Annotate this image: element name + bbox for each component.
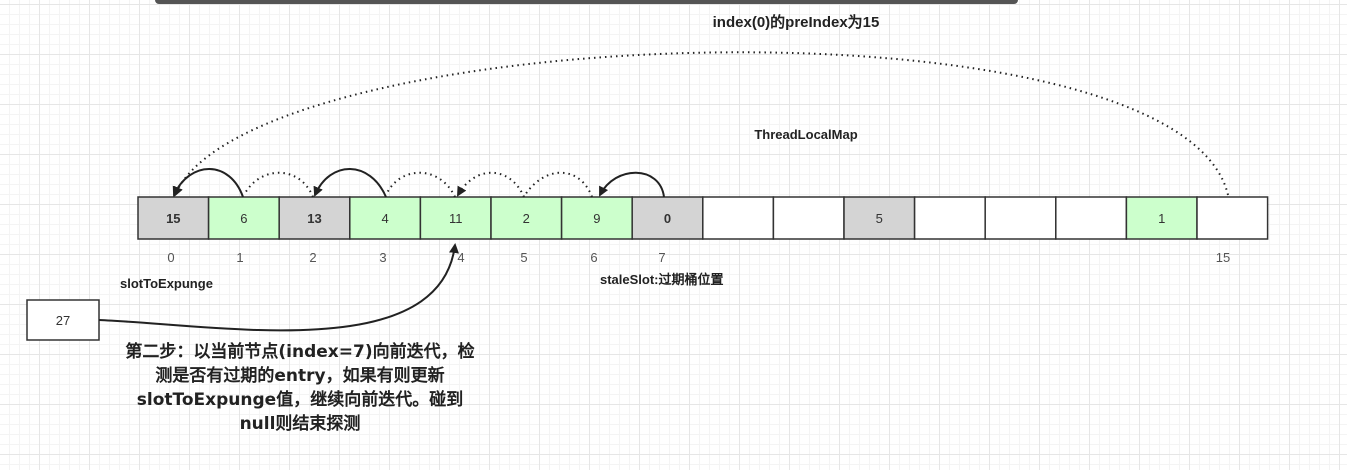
index-label-1: 1 xyxy=(236,250,243,265)
index-label-0: 0 xyxy=(167,250,174,265)
title-label: index(0)的preIndex为15 xyxy=(713,13,880,31)
map-cell-7 xyxy=(631,196,704,240)
index-label-15: 15 xyxy=(1216,250,1230,265)
hop-arc-2-1 xyxy=(243,171,314,198)
map-cells: 15 6 13 4 11 2 9 0 5 1 xyxy=(137,196,1269,240)
map-cell-14 xyxy=(1125,196,1198,240)
map-cell-value-2: 13 xyxy=(307,211,321,226)
map-cell-4 xyxy=(419,196,492,240)
index-label-6: 6 xyxy=(590,250,597,265)
step-description: 第二步：以当前节点(index=7)向前迭代，检测是否有过期的entry，如果有… xyxy=(125,342,475,434)
map-cell-13 xyxy=(1055,196,1128,240)
map-cell-value-4: 11 xyxy=(449,211,463,226)
hop-arc-5-4 xyxy=(457,171,525,198)
thread-local-map-label: ThreadLocalMap xyxy=(754,127,857,142)
index-label-3: 3 xyxy=(379,250,386,265)
hop-arc-3-2 xyxy=(313,168,387,198)
window-top-bar xyxy=(155,0,1018,4)
index-label-4: 4 xyxy=(457,250,464,265)
slot-to-expunge-label: slotToExpunge xyxy=(120,276,213,291)
map-cell-value-1: 6 xyxy=(240,211,247,226)
hop-arc-6-5 xyxy=(524,171,593,198)
new-entry-connector xyxy=(98,243,459,332)
hop-arc-1-0 xyxy=(172,168,244,198)
map-cell-11 xyxy=(913,196,986,240)
map-cell-value-5: 2 xyxy=(523,211,530,226)
new-entry-value: 27 xyxy=(56,313,70,328)
map-cell-value-10: 5 xyxy=(876,211,883,226)
map-cell-2 xyxy=(278,196,351,240)
map-cell-8 xyxy=(702,196,775,240)
map-cell-9 xyxy=(772,196,845,240)
map-cell-1 xyxy=(207,196,280,240)
map-cell-15 xyxy=(1196,196,1269,240)
map-cell-5 xyxy=(490,196,563,240)
index-label-7: 7 xyxy=(658,250,665,265)
map-cell-value-3: 4 xyxy=(381,211,388,226)
map-cell-0 xyxy=(137,196,210,240)
hop-arc-4-3 xyxy=(385,171,456,198)
stale-slot-label: staleSlot:过期桶位置 xyxy=(600,272,724,287)
map-cell-value-6: 9 xyxy=(593,211,600,226)
map-cell-6 xyxy=(560,196,633,240)
map-cell-value-7: 0 xyxy=(664,211,671,226)
map-cell-value-0: 15 xyxy=(166,211,180,226)
hop-arc-7-6 xyxy=(599,171,665,198)
map-cell-10 xyxy=(843,196,916,240)
map-cell-12 xyxy=(984,196,1057,240)
index-labels: 0 1 2 3 4 5 6 7 15 xyxy=(167,250,1230,265)
index-label-2: 2 xyxy=(309,250,316,265)
index-label-5: 5 xyxy=(520,250,527,265)
map-cell-value-14: 1 xyxy=(1158,211,1165,226)
